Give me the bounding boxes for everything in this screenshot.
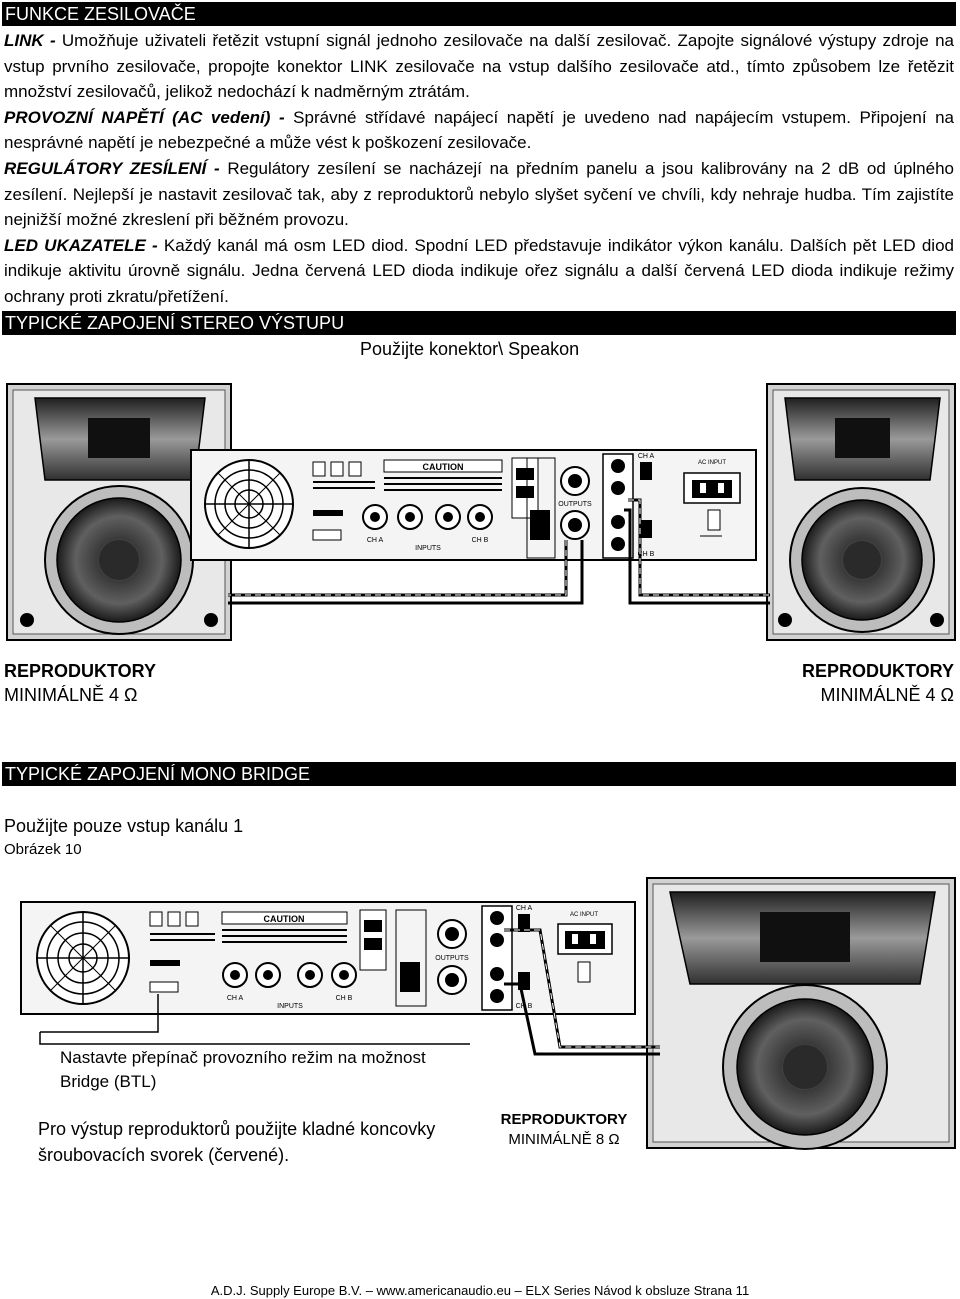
- mono-speaker-label: REPRODUKTORY MINIMÁLNĚ 8 Ω: [494, 1110, 634, 1150]
- mono-bridge-wiring-diagram: CAUTION CH A CH B INPUTS OUTPUTS: [20, 877, 956, 1150]
- ac-input-label: AC INPUT: [698, 460, 726, 466]
- input-ch-b-label: CH B: [472, 537, 489, 544]
- inputs-label: INPUTS: [415, 545, 441, 552]
- link-text: Umožňuje uživateli řetězit vstupní signá…: [4, 31, 954, 102]
- left-speaker-min: MINIMÁLNĚ 4 Ω: [4, 685, 138, 705]
- led-term: LED UKAZATELE -: [4, 235, 158, 255]
- link-paragraph: LINK - Umožňuje uživateli řetězit vstupn…: [4, 28, 954, 105]
- left-speaker-cabinet: [6, 383, 232, 641]
- mono-speaker-min: MINIMÁLNĚ 8 Ω: [508, 1131, 620, 1148]
- voltage-term: PROVOZNÍ NAPĚTÍ (AC vedení) -: [4, 107, 285, 127]
- right-speaker-cabinet: [766, 383, 956, 641]
- gain-paragraph: REGULÁTORY ZESÍLENÍ - Regulátory zesílen…: [4, 156, 954, 233]
- stereo-section-header: TYPICKÉ ZAPOJENÍ STEREO VÝSTUPU: [2, 311, 956, 335]
- bridge-switch-note-line2: Bridge (BTL): [60, 1072, 157, 1091]
- input-ch-a-label: CH A: [367, 537, 384, 544]
- stereo-wiring-diagram: CAUTION CH A CH B INPUTS: [6, 383, 956, 641]
- terminal-note-line2: šroubovacích svorek (červené).: [38, 1145, 290, 1165]
- terminal-note: Pro výstup reproduktorů použijte kladné …: [38, 1116, 435, 1168]
- mono-amplifier-rear-panel: CAUTION CH A CH B INPUTS OUTPUTS: [20, 901, 636, 1015]
- led-paragraph: LED UKAZATELE - Každý kanál má osm LED d…: [4, 233, 954, 310]
- bridge-switch-note-line1: Nastavte přepínač provozního režim na mo…: [60, 1048, 426, 1067]
- caution-label: CAUTION: [423, 462, 464, 472]
- mono-outputs-label: OUTPUTS: [435, 955, 469, 962]
- left-speaker-title: REPRODUKTORY: [4, 661, 157, 681]
- right-speaker-min: MINIMÁLNĚ 4 Ω: [820, 685, 954, 705]
- mono-input-ch-a-label: CH A: [227, 995, 244, 1002]
- mono-callout-lines: [39, 994, 470, 1045]
- stereo-amplifier-rear-panel: CAUTION CH A CH B INPUTS: [190, 449, 757, 561]
- right-speaker-title: REPRODUKTORY: [801, 661, 954, 681]
- link-term: LINK -: [4, 31, 56, 50]
- functions-section-header: FUNKCE ZESILOVAČE: [2, 2, 956, 26]
- bridge-switch-note: Nastavte přepínač provozního režim na mo…: [60, 1046, 426, 1094]
- stereo-connector-note: Použijte konektor\ Speakon: [360, 339, 580, 359]
- mono-output-ch-a-label: CH A: [516, 905, 533, 912]
- terminal-note-line1: Pro výstup reproduktorů použijte kladné …: [38, 1119, 436, 1139]
- mono-caution-label: CAUTION: [264, 914, 305, 924]
- gain-text: Regulátory zesílení se nacházejí na před…: [4, 158, 954, 230]
- gain-term: REGULÁTORY ZESÍLENÍ -: [4, 158, 220, 178]
- mono-ac-input-label: AC INPUT: [570, 912, 598, 918]
- voltage-paragraph: PROVOZNÍ NAPĚTÍ (AC vedení) - Správné st…: [4, 105, 954, 156]
- mono-speaker-cabinet: [646, 877, 956, 1150]
- mono-section-header: TYPICKÉ ZAPOJENÍ MONO BRIDGE: [2, 762, 956, 786]
- mono-speaker-title: REPRODUKTORY: [500, 1111, 628, 1128]
- voltage-text: Správné střídavé napájecí napětí je uved…: [4, 107, 954, 153]
- figure-label: Obrázek 10: [4, 841, 82, 858]
- mono-inputs-label: INPUTS: [277, 1003, 303, 1010]
- mono-input-note: Použijte pouze vstup kanálu 1: [4, 816, 244, 836]
- mono-input-ch-b-label: CH B: [336, 995, 353, 1002]
- output-ch-b-label: CH B: [638, 551, 655, 558]
- led-text: Každý kanál má osm LED diod. Spodní LED …: [4, 235, 954, 306]
- functions-text: LINK - Umožňuje uživateli řetězit vstupn…: [4, 28, 954, 310]
- outputs-label: OUTPUTS: [558, 501, 592, 508]
- page-footer: A.D.J. Supply Europe B.V. – www.american…: [210, 1283, 750, 1298]
- output-ch-a-label: CH A: [638, 453, 655, 460]
